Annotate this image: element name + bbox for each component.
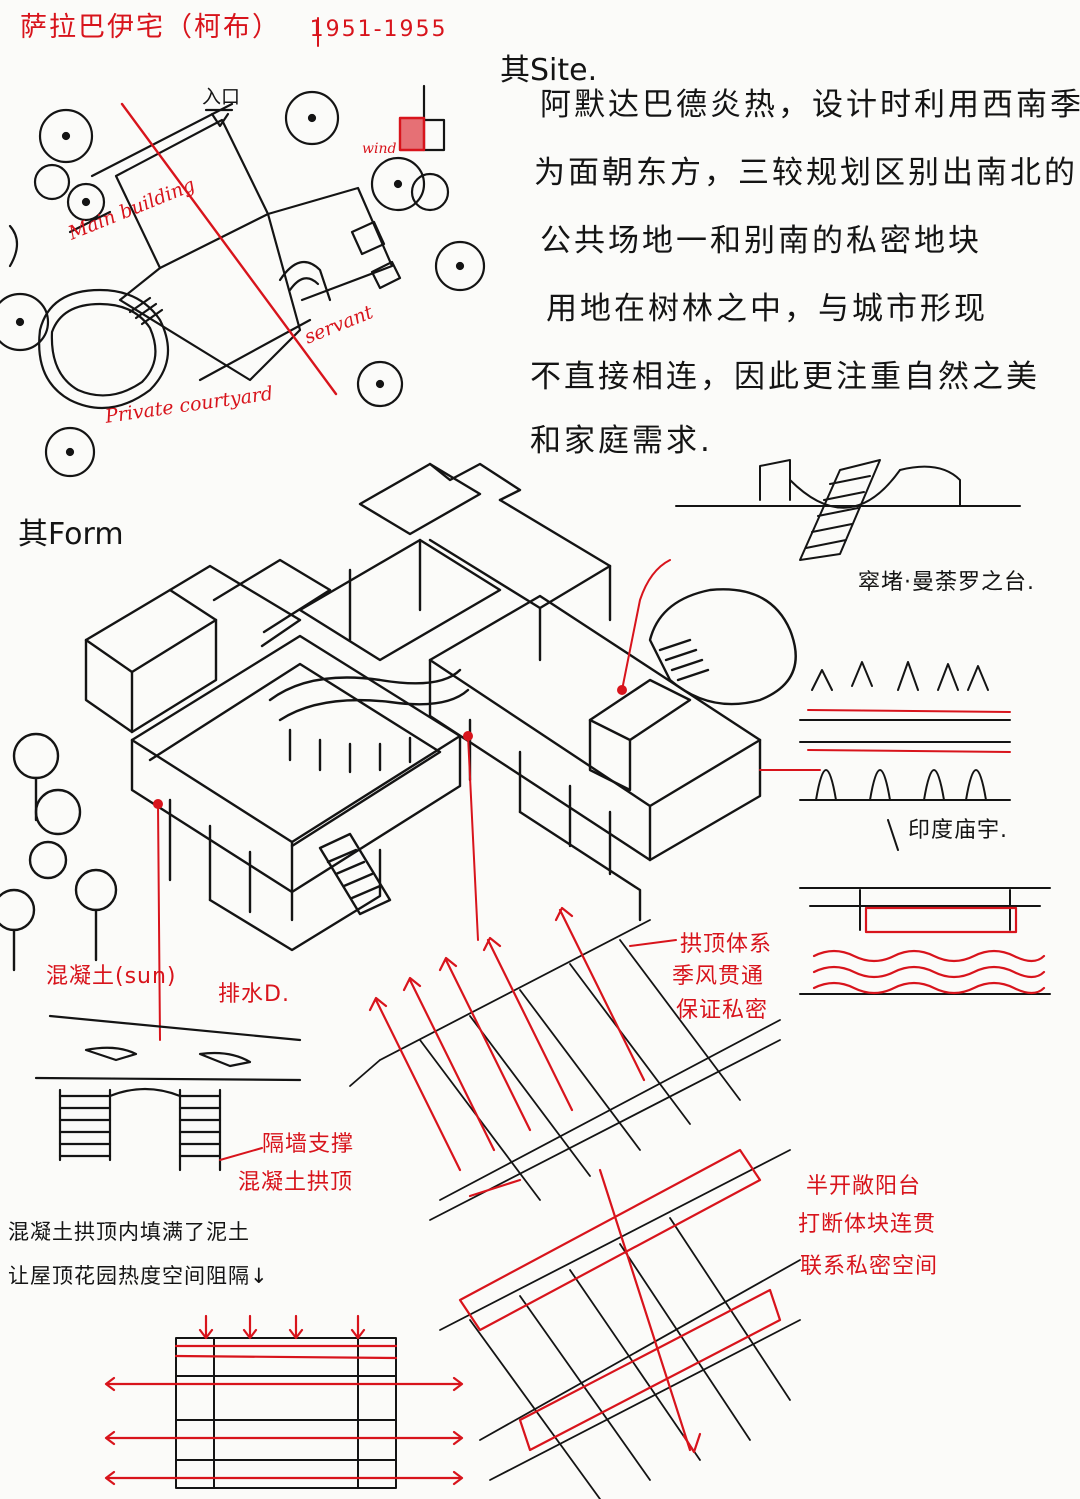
axonometric-house: [0, 462, 797, 972]
drainage-label: 排水D.: [218, 982, 290, 1007]
site-line: 用地在树林之中，与城市形现: [546, 291, 988, 327]
indian-temple-caption: 印度庙宇.: [908, 818, 1008, 843]
sketch-title: 萨拉巴伊宅（柯布） 1951-1955: [20, 14, 448, 41]
vault-section: [799, 887, 1051, 995]
stupa-caption: 窣堵·曼荼罗之台.: [858, 570, 1035, 595]
exploded-vaults-red: [368, 906, 782, 1454]
wall-support-line: 隔墙支撑: [262, 1132, 355, 1157]
roof-garden-line: 让屋顶花园热度空间阻隔↓: [8, 1264, 269, 1288]
semi-open-line: 半开敞阳台: [806, 1174, 922, 1199]
title-text: 萨拉巴伊宅（柯布）: [20, 12, 281, 43]
roof-garden-section: [175, 1337, 397, 1489]
semi-open-line: 联系私密空间: [800, 1254, 939, 1279]
entrance-label: 入口: [202, 86, 241, 108]
temple-red-lines: [807, 709, 1011, 753]
roof-system-line: 拱顶体系: [680, 932, 773, 957]
site-line: 不直接相连，因此更注重自然之美: [530, 359, 1040, 395]
semi-open-line: 打断体块连贯: [798, 1212, 937, 1237]
wall-support-red: [219, 1147, 263, 1161]
form-heading: 其Form: [18, 517, 124, 552]
title-years: 1951-1955: [309, 17, 448, 42]
wall-support-line: 混凝土拱顶: [238, 1170, 354, 1195]
site-plan: [0, 84, 486, 478]
stupa-sketch: [675, 459, 1021, 561]
site-line: 公共场地一和别南的私密地块: [540, 223, 982, 259]
site-red-lines: [120, 102, 426, 396]
site-line: 为面朝东方，三较规划区别出南北的: [534, 155, 1078, 191]
roof-garden-line: 混凝土拱顶内填满了泥土: [8, 1220, 250, 1244]
roof-system-line: 季风贯通: [672, 964, 765, 989]
site-line: 和家庭需求.: [530, 423, 713, 459]
temple-sketch: [799, 661, 1011, 851]
concrete-sun-label: 混凝土(sun): [46, 964, 177, 989]
roof-garden-red: [104, 1314, 464, 1486]
roof-system-line: 保证私密: [676, 998, 769, 1023]
vault-section-red: [812, 906, 1046, 995]
axonometric-red-leaders: [153, 559, 821, 1041]
wall-support-sketch: [34, 1014, 302, 1172]
wind-label: wind: [362, 141, 397, 157]
site-line: 阿默达巴德炎热，设计时利用西南季风: [540, 87, 1080, 123]
site-heading: 其Site.: [500, 53, 598, 88]
